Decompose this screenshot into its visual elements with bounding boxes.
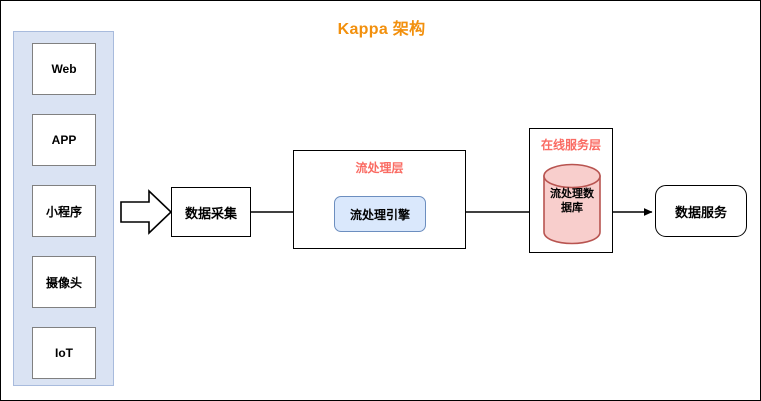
source-item-camera[interactable]: 摄像头 [32,256,96,308]
stream-processing-layer-title: 流处理层 [355,161,404,175]
data-collection-node[interactable]: 数据采集 [171,187,251,237]
stream-processing-database-label: 流处理数 据库 [550,188,594,214]
online-service-layer-title: 在线服务层 [540,138,601,152]
data-sources-panel: Web APP 小程序 摄像头 IoT [13,31,114,386]
stream-processing-engine-node[interactable]: 流处理引擎 [334,196,426,232]
online-service-layer: 在线服务层 流处理数 据库 [529,128,613,253]
source-item-app[interactable]: APP [32,114,96,166]
source-item-web[interactable]: Web [32,43,96,95]
database-cylinder-icon [543,163,601,245]
sources-to-collect-arrow [120,189,173,235]
page-title: Kappa 架构 [337,21,426,38]
source-item-iot[interactable]: IoT [32,327,96,379]
source-item-miniapp[interactable]: 小程序 [32,185,96,237]
data-service-node[interactable]: 数据服务 [655,185,747,237]
stream-processing-layer: 流处理层 流处理引擎 [293,150,466,249]
stream-processing-database-node[interactable]: 流处理数 据库 [543,163,601,245]
